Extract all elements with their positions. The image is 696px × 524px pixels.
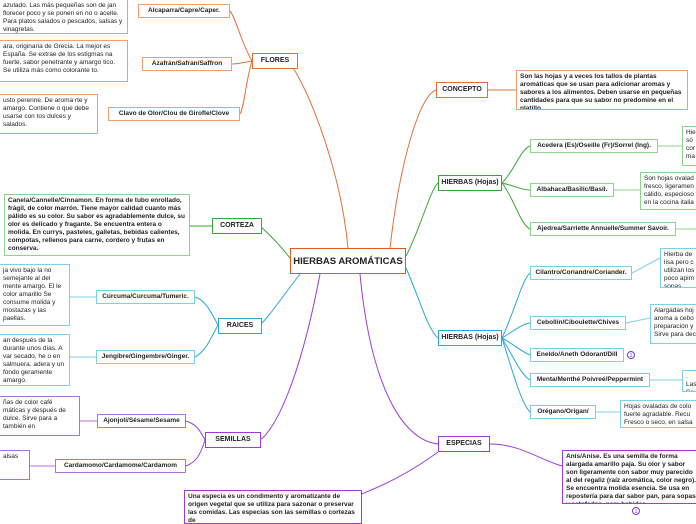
semillas-item-cardamomo[interactable]: Cardamomo/Cardamome/Cardamom	[55, 459, 186, 473]
branch-raices[interactable]: RAICES	[218, 318, 262, 334]
hierbas1-item-albahaca[interactable]: Albahaca/Basilic/Basil.	[530, 183, 614, 197]
hierbas1-item-ajedrea[interactable]: Ajedrea/Sarriette Annuelle/Summer Savoir…	[530, 222, 676, 236]
flores-item-alcaparra[interactable]: Alcaparra/Capre/Caper.	[138, 4, 230, 18]
branch-flores[interactable]: FLORES	[252, 53, 298, 69]
corteza-note: Canela/Cannelle/Cinnamon. En forma de tu…	[4, 194, 190, 256]
hierbas2-note-oregano: Hojas ovaladas de colo fuerte agradable.…	[620, 400, 696, 428]
branch-hierbas-2[interactable]: HIERBAS (Hojas)	[438, 330, 502, 346]
hierbas2-note-menta: . Las Se ut	[682, 370, 696, 392]
flores-note-alcaparra: azulado. Las más pequeñas son de jan flo…	[0, 0, 128, 34]
hierbas2-note-cilantro: Hierba de lisa pero c utilizan los poco …	[660, 248, 696, 288]
hierbas2-item-menta[interactable]: Menta/Menthé Poivreé/Peppermint	[530, 373, 650, 387]
concepto-note: Son las hojas y a veces los tallos de pl…	[516, 70, 688, 110]
raices-note-curcuma: ja vivo bajo la no semejante al del ment…	[0, 264, 70, 326]
branch-hierbas-1[interactable]: HIERBAS (Hojas)	[438, 175, 502, 191]
branch-especias[interactable]: ESPECIAS	[438, 436, 490, 452]
hierbas2-item-eneldo[interactable]: Eneldo/Aneth Odorant/Dill	[530, 348, 624, 362]
raices-item-jengibre[interactable]: Jengibre/Gingembre/Ginger.	[96, 350, 195, 364]
flores-item-clavo[interactable]: Clavo de Olor/Clou de Girofle/Clove	[108, 107, 240, 121]
raices-item-curcuma[interactable]: Cúrcuma/Curcuma/Tumeric.	[96, 290, 195, 304]
especias-note-anis: Anís/Anise. Es una semilla de forma alar…	[562, 450, 696, 504]
flores-item-azafran[interactable]: Azafrán/Safran/Saffron	[142, 57, 232, 71]
hierbas2-item-cebollin[interactable]: Cebollín/Ciboulette/Chives	[530, 316, 626, 330]
semillas-note-ajonjoli: ñas de color café máticas y después de d…	[0, 396, 80, 436]
count-badge: 1	[627, 351, 635, 359]
central-topic[interactable]: HIERBAS AROMÁTICAS	[290, 248, 406, 274]
semillas-note-cardamomo: alsas	[0, 450, 30, 480]
count-badge: 1	[632, 507, 640, 515]
hierbas1-note-albahaca: Son hojas ovalad fresco, ligeramen cálid…	[640, 172, 696, 210]
raices-note-jengibre: an después de la durante unos días. A va…	[0, 334, 70, 386]
hierbas2-item-cilantro[interactable]: Cilantro/Coriandre/Coriander.	[530, 266, 632, 280]
hierbas2-item-oregano[interactable]: Orégano/Origan/	[530, 405, 596, 419]
hierbas2-note-cebollin: Alargadas hoj aroma a cebo preparación y…	[650, 304, 696, 344]
flores-note-azafran: ara, originaria de Grecia. La mejor es E…	[0, 40, 128, 82]
flores-note-clavo: usto perenne. De aroma rte y amargo. Con…	[0, 94, 98, 134]
especias-note-definicion: Una especia es un condimento y aromatiza…	[184, 490, 362, 524]
branch-semillas[interactable]: SEMILLAS	[205, 432, 261, 448]
semillas-item-ajonjoli[interactable]: Ajonjolí/Sésame/Sesame	[97, 414, 186, 428]
branch-concepto[interactable]: CONCEPTO	[436, 82, 488, 98]
hierbas1-item-acedera[interactable]: Acedera (Es)/Oseille (Fr)/Sorrel (Ing).	[530, 139, 658, 153]
hierbas1-note-acedera: Hie só cor ma	[682, 126, 696, 166]
branch-corteza[interactable]: CORTEZA	[212, 218, 262, 234]
